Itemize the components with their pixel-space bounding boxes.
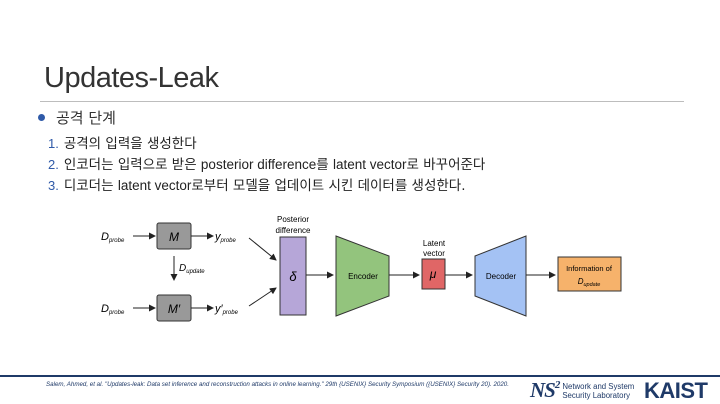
decoder-label: Decoder (486, 272, 517, 281)
step-number: 2. (48, 157, 59, 172)
step-text: 로부터 모델을 업데이트 시킨 데이터를 생성한다. (191, 178, 466, 194)
bullet-text: 공격 단계 (56, 109, 116, 127)
encoder-block (335, 235, 390, 317)
posterior-label: Posterior (277, 215, 309, 224)
step-1: 1. 공격의 입력을 생성한다 (48, 132, 197, 152)
model-bottom-label: M′ (168, 302, 181, 316)
info-box (557, 256, 622, 292)
arrow-top-to-delta (248, 237, 277, 261)
ns-superscript: 2 (554, 379, 561, 391)
step-text: latent vector (117, 178, 192, 193)
lab-name: Network and System Security Laboratory (562, 382, 634, 400)
d-update-label: Dupdate (179, 263, 205, 275)
info-d-update-label: Dupdate (578, 277, 601, 288)
step-2: 2. 인코더는 입력으로 받은 posterior difference를 lat… (48, 153, 485, 173)
title-divider (40, 101, 684, 102)
lab-name-line-1: Network and System (562, 382, 635, 391)
bullet-dot-icon (38, 114, 45, 121)
step-3: 3. 디코더는 latent vector로부터 모델을 업데이트 시킨 데이터를… (48, 174, 466, 194)
decoder-block (474, 235, 527, 317)
y-probe-bottom-label: y′probe (214, 303, 239, 316)
encoder-label: Encoder (348, 272, 378, 281)
step-text: latent vector (332, 157, 407, 172)
bullet-attack-stages: 공격 단계 (38, 107, 116, 128)
step-text: posterior difference (200, 157, 317, 172)
ns-mark: NS (530, 378, 556, 402)
ns2-lab-logo: NS 2 Network and System Security Laborat… (530, 378, 634, 404)
model-top-label: M (169, 230, 179, 244)
step-number: 1. (48, 136, 59, 151)
vector-label: vector (423, 249, 445, 258)
footer-divider (0, 375, 720, 377)
step-text: 로 바꾸어준다 (406, 157, 486, 173)
difference-label: difference (276, 226, 312, 235)
mu-symbol: μ (429, 267, 437, 281)
step-text: 를 (316, 157, 333, 173)
d-probe-top-label: Dprobe (101, 231, 125, 244)
citation: Salem, Ahmed, et al. "Updates-leak: Data… (46, 381, 509, 388)
step-text: 디코더는 (63, 178, 118, 194)
step-text: 공격의 입력을 생성한다 (63, 136, 197, 152)
step-number: 3. (48, 178, 59, 193)
latent-label: Latent (423, 239, 446, 248)
delta-box (279, 236, 307, 316)
d-probe-bottom-label: Dprobe (101, 303, 125, 316)
lab-name-line-2: Security Laboratory (562, 391, 630, 400)
info-label: Information of (566, 264, 613, 273)
mu-box (421, 258, 446, 290)
arrow-bottom-to-delta (248, 287, 277, 307)
y-probe-top-label: yprobe (214, 231, 237, 244)
delta-symbol: δ (289, 269, 297, 284)
step-text: 인코더는 입력으로 받은 (63, 157, 201, 173)
kaist-logo: KAIST (644, 378, 708, 403)
slide-title: Updates-Leak (44, 62, 219, 94)
updates-leak-diagram: Dprobe M yprobe Dupdate Dprobe M′ y′prob… (101, 215, 622, 322)
